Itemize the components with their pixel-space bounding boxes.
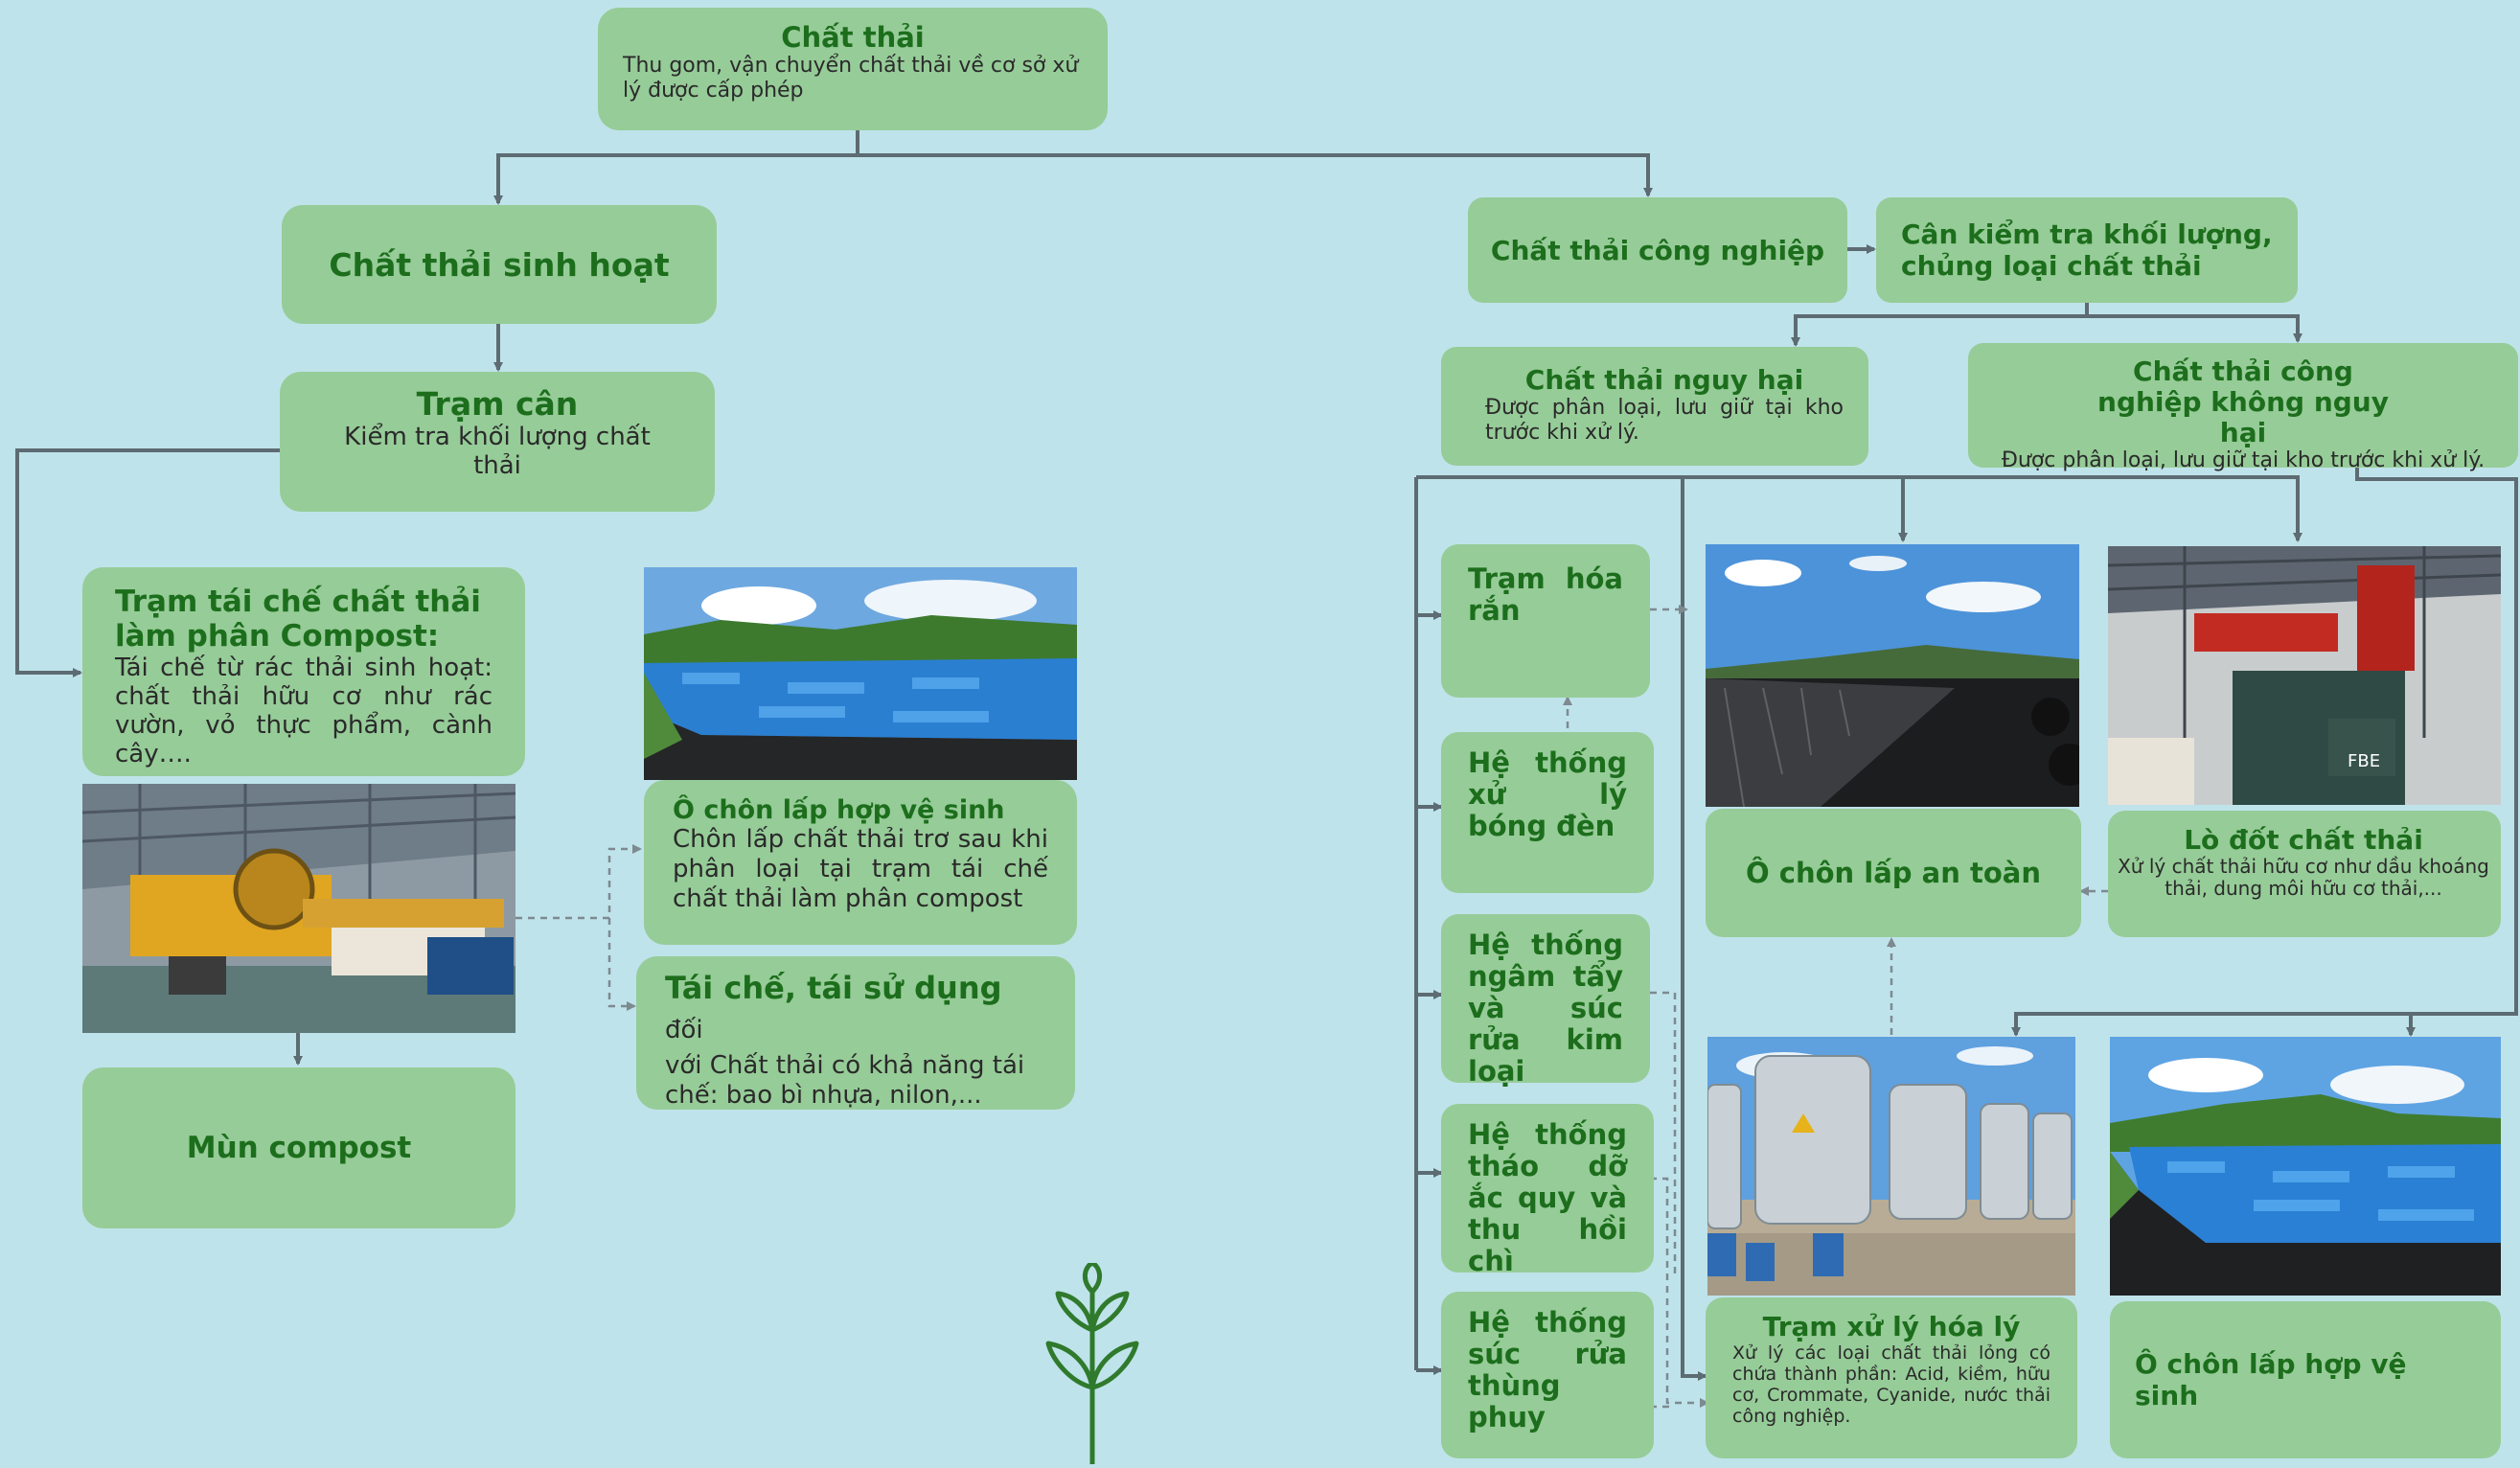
incinerator-photo: FBE — [2108, 546, 2501, 805]
secure-landfill-title: Ô chôn lấp an toàn — [1746, 857, 2041, 889]
scale-station-node: Trạm cân Kiểm tra khối lượng chất thải — [280, 372, 715, 512]
recycle-reuse-node: Tái chế, tái sử dụng đối với Chất thải c… — [636, 956, 1075, 1110]
incinerator-node: Lò đốt chất thải Xử lý chất thải hữu cơ … — [2108, 811, 2501, 937]
recycle-reuse-title: Tái chế, tái sử dụng — [665, 970, 1002, 1006]
metal-pickling-system-node: Hệ thống ngâm tẩy và súc rửa kim loại — [1441, 914, 1650, 1088]
sanitary-landfill-node: Ô chôn lấp hợp vệ sinh Chôn lấp chất thả… — [644, 780, 1077, 945]
incinerator-title: Lò đốt chất thải — [2184, 824, 2423, 856]
svg-text:FBE: FBE — [2348, 751, 2380, 771]
root-waste-node: Chất thải Thu gom, vận chuyển chất thải … — [598, 8, 1108, 130]
sanitary-landfill-desc: Chôn lấp chất thải trơ sau khi phân loại… — [673, 825, 1048, 913]
root-desc: Thu gom, vận chuyển chất thải về cơ sở x… — [623, 54, 1079, 103]
industrial-sanitary-landfill-node: Ô chôn lấp hợp vệ sinh — [2110, 1301, 2501, 1458]
battery-dismantling-system-node: Hệ thống tháo dỡ ắc quy và thu hồi chì — [1441, 1104, 1654, 1277]
secure-landfill-photo — [1706, 544, 2079, 807]
secure-landfill-node: Ô chôn lấp an toàn — [1706, 809, 2081, 937]
hazardous-waste-node: Chất thải nguy hại Được phân loại, lưu g… — [1441, 347, 1868, 466]
compost-product-title: Mùn compost — [186, 1131, 412, 1165]
system-label-0: Trạm hóa rắn — [1468, 562, 1623, 627]
industrial-sanitary-landfill-title: Ô chôn lấp hợp vệ sinh — [2135, 1348, 2407, 1411]
physchem-desc: Xử lý các loại chất thải lỏng có chứa th… — [1732, 1342, 2050, 1427]
system-label-2: Hệ thống ngâm tẩy và súc rửa kim loại — [1468, 929, 1623, 1088]
recycle-reuse-heading: Tái chế, tái sử dụng đối — [665, 970, 1046, 1051]
system-label-1: Hệ thống xử lý bóng đèn — [1468, 746, 1627, 842]
incinerator-desc: Xử lý chất thải hữu cơ như dầu khoáng th… — [2118, 855, 2489, 900]
industrial-waste-node: Chất thải công nghiệp — [1468, 197, 1847, 303]
compost-plant-title: Trạm tái chế chất thải làm phân Compost: — [115, 585, 481, 654]
domestic-waste-node: Chất thải sinh hoạt — [282, 205, 717, 324]
sanitary-landfill-title: Ô chôn lấp hợp vệ sinh — [673, 795, 1005, 825]
physchem-station-node: Trạm xử lý hóa lý Xử lý các loại chất th… — [1706, 1297, 2077, 1458]
weigh-check-title: Cân kiểm tra khối lượng, chủng loại chất… — [1901, 218, 2273, 282]
hazardous-title: Chất thải nguy hại — [1524, 364, 1804, 396]
non-hazardous-title: Chất thải công nghiệp không nguy hại — [2097, 356, 2389, 448]
compost-machinery-photo — [82, 784, 515, 1033]
recycle-reuse-desc: với Chất thải có khả năng tái chế: bao b… — [665, 1051, 1025, 1110]
physchem-tanks-photo — [1707, 1037, 2075, 1296]
weigh-check-node: Cân kiểm tra khối lượng, chủng loại chất… — [1876, 197, 2298, 303]
compost-plant-desc: Tái chế từ rác thải sinh hoạt: chất thải… — [115, 654, 493, 768]
solidification-station-node: Trạm hóa rắn — [1441, 544, 1650, 698]
compost-product-node: Mùn compost — [82, 1067, 515, 1228]
scale-station-title: Trạm cân — [416, 385, 579, 423]
sanitary-landfill-photo — [644, 567, 1077, 780]
root-title: Chất thải — [781, 21, 925, 54]
hazardous-desc: Được phân loại, lưu giữ tại kho trước kh… — [1485, 396, 1844, 445]
system-label-4: Hệ thống súc rửa thùng phuy — [1468, 1306, 1627, 1434]
physchem-title: Trạm xử lý hóa lý — [1762, 1311, 2021, 1342]
recycle-reuse-title-suffix: đối — [665, 1016, 703, 1044]
drum-washing-system-node: Hệ thống súc rửa thùng phuy — [1441, 1292, 1654, 1458]
system-label-3: Hệ thống tháo dỡ ắc quy và thu hồi chì — [1468, 1118, 1627, 1277]
industrial-landfill-photo — [2110, 1037, 2501, 1296]
industrial-waste-title: Chất thải công nghiệp — [1490, 234, 1825, 266]
lamp-treatment-system-node: Hệ thống xử lý bóng đèn — [1441, 732, 1654, 893]
plant-sprout-icon — [1016, 1260, 1169, 1467]
compost-plant-node: Trạm tái chế chất thải làm phân Compost:… — [82, 567, 525, 776]
scale-station-desc: Kiểm tra khối lượng chất thải — [344, 423, 651, 480]
non-hazardous-waste-node: Chất thải công nghiệp không nguy hại Đượ… — [1968, 343, 2518, 472]
domestic-waste-title: Chất thải sinh hoạt — [329, 245, 670, 284]
non-hazardous-desc: Được phân loại, lưu giữ tại kho trước kh… — [2001, 448, 2486, 472]
